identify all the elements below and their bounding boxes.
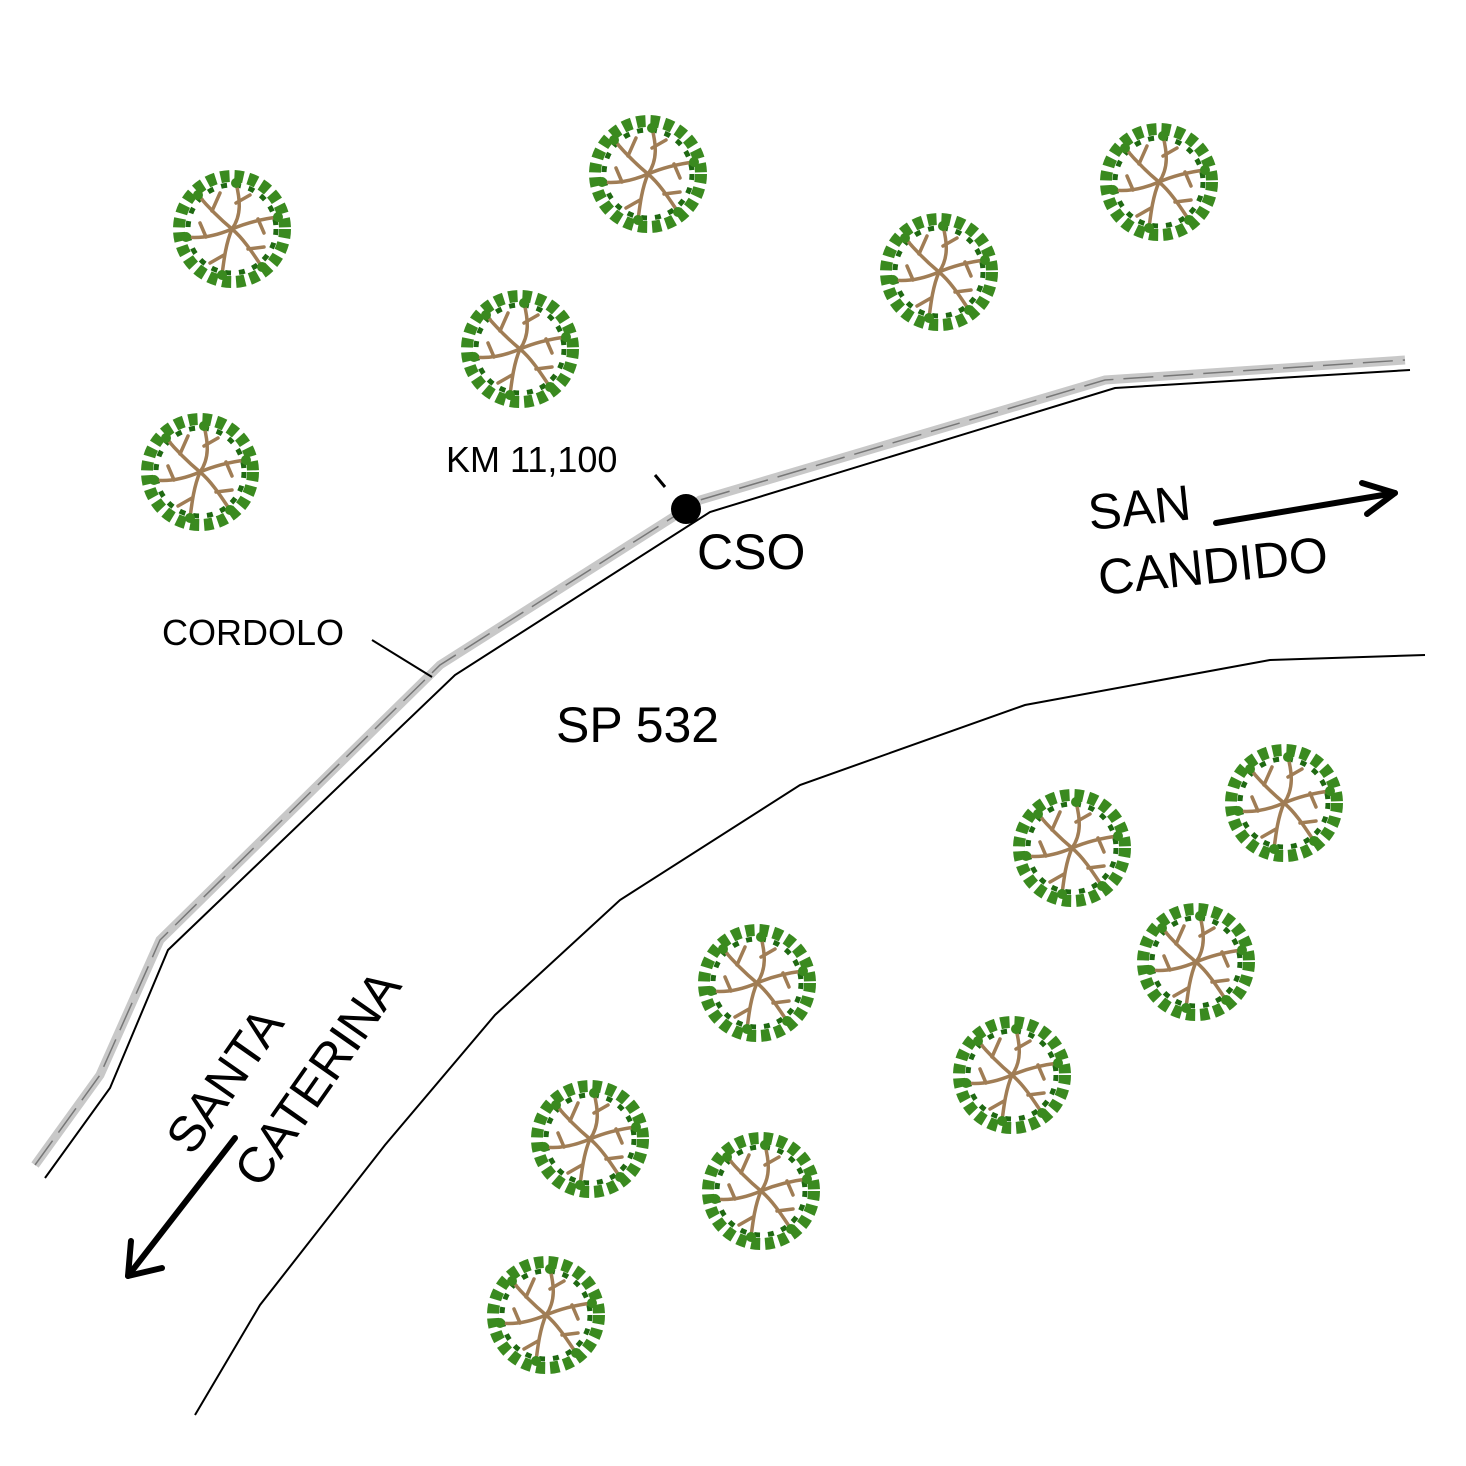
tree-icon [144,416,256,528]
direction-san-candido: SAN CANDIDO [1085,474,1398,606]
tree-icon [534,1083,646,1195]
direction-arrow-icon [1213,480,1398,526]
cordolo-annotation: CORDOLO [162,612,433,678]
km-label: KM 11,100 [446,439,617,480]
road-edge-north [44,369,1411,1179]
tree-icon [705,1135,817,1247]
km-marker: KM 11,100 CSO [446,439,805,580]
tree-icon [1140,906,1252,1018]
tree-icon [1228,747,1340,859]
direction-arrow-icon [125,1135,238,1279]
km-leader-line [653,474,667,488]
direction-santa-caterina: SANTA CATERINA [125,960,412,1279]
road-name-label: SP 532 [556,697,719,753]
san-candido-line1: SAN [1085,474,1193,540]
road [31,355,1426,1416]
tree-icon [1103,126,1215,238]
cordolo-label: CORDOLO [162,612,344,653]
point-marker-icon [671,494,701,524]
tree-icon [464,293,576,405]
tree-icon [490,1259,602,1371]
tree-icon [176,173,288,285]
cordolo-leader-line [371,639,433,678]
road-edge-south [194,654,1426,1416]
tree-icon [701,927,813,1039]
cso-label: CSO [697,524,805,580]
tree-icon [592,118,704,230]
tree-icon [883,216,995,328]
trees [144,118,1340,1371]
tree-icon [956,1019,1068,1131]
curb-outer-line [34,359,1406,1166]
san-candido-line2: CANDIDO [1095,526,1330,606]
tree-icon [1016,792,1128,904]
